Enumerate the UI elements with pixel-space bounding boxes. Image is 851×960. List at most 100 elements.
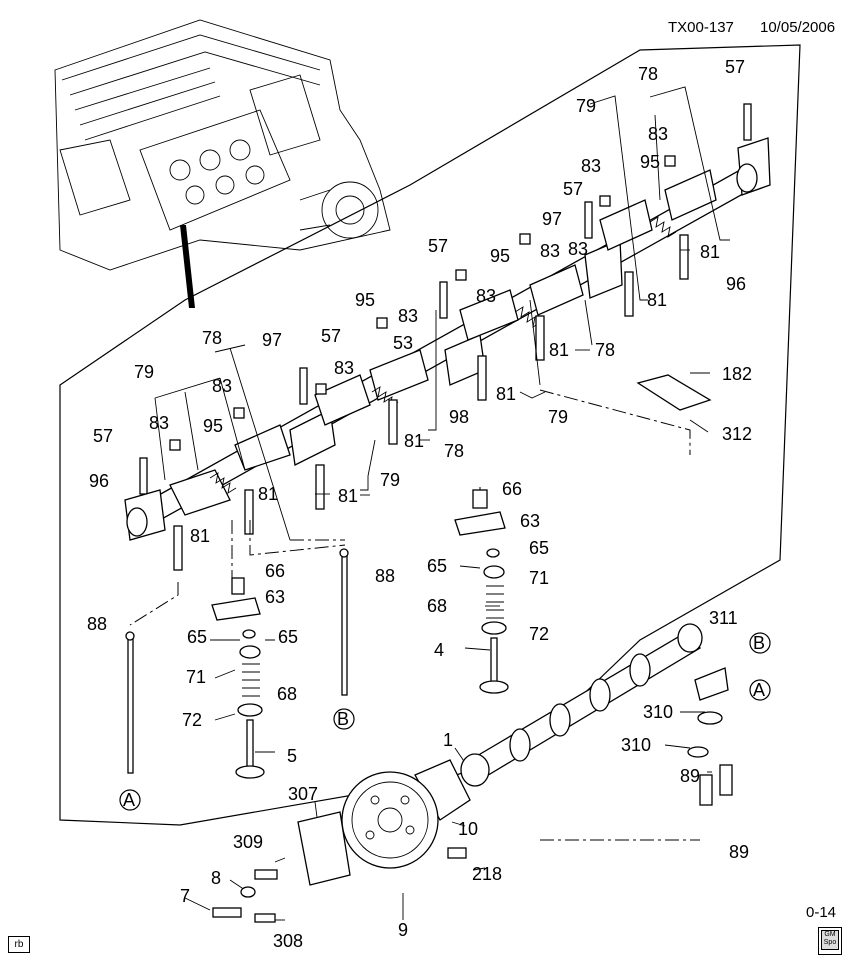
callout-83: 83	[334, 358, 354, 378]
callout-96: 96	[726, 274, 746, 294]
callout-1: 1	[443, 730, 453, 750]
callout-78: 78	[638, 64, 658, 84]
ref-circle-a2	[749, 679, 771, 701]
callout-83: 83	[540, 241, 560, 261]
callout-63: 63	[265, 587, 285, 607]
corner-tag-box: rb	[8, 936, 30, 953]
ref-label-a2: A	[753, 680, 765, 700]
callout-78: 78	[595, 340, 615, 360]
callout-96: 96	[89, 471, 109, 491]
callout-83: 83	[149, 413, 169, 433]
callout-78: 78	[444, 441, 464, 461]
callout-10: 10	[458, 819, 478, 839]
callout-5: 5	[287, 746, 297, 766]
callout-68: 68	[427, 596, 447, 616]
callout-83: 83	[568, 239, 588, 259]
callout-88: 88	[87, 614, 107, 634]
callout-81: 81	[338, 486, 358, 506]
callout-65: 65	[427, 556, 447, 576]
callout-53: 53	[393, 333, 413, 353]
callout-57: 57	[563, 179, 583, 199]
callout-68: 68	[277, 684, 297, 704]
callout-79: 79	[576, 96, 596, 116]
callout-79: 79	[548, 407, 568, 427]
callout-218: 218	[472, 864, 502, 884]
valve-stack-left	[211, 577, 265, 779]
ref-circle-b1	[333, 708, 355, 730]
callout-72: 72	[182, 710, 202, 730]
callout-83: 83	[581, 156, 601, 176]
callout-57: 57	[321, 326, 341, 346]
gm-logo-text-2: Spo	[823, 939, 837, 946]
callout-65: 65	[278, 627, 298, 647]
pushrods	[125, 548, 349, 774]
ref-label-b2: B	[753, 633, 765, 653]
reference-markers: B A B A	[119, 632, 771, 811]
callout-83: 83	[398, 306, 418, 326]
valve-stack-right	[454, 489, 509, 694]
page-reference: 0-14	[806, 904, 836, 921]
callout-97: 97	[262, 330, 282, 350]
callout-57: 57	[428, 236, 448, 256]
callout-63: 63	[520, 511, 540, 531]
callout-182: 182	[722, 364, 752, 384]
callout-81: 81	[496, 384, 516, 404]
callout-310: 310	[621, 735, 651, 755]
callout-95: 95	[490, 246, 510, 266]
callout-83: 83	[476, 286, 496, 306]
ref-circle-a1	[119, 789, 141, 811]
callout-307: 307	[288, 784, 318, 804]
callout-4: 4	[434, 640, 444, 660]
callout-81: 81	[549, 340, 569, 360]
gm-logo: GM Spo	[818, 927, 842, 955]
callout-66: 66	[502, 479, 522, 499]
ref-label-b1: B	[337, 709, 349, 729]
callout-65: 65	[187, 627, 207, 647]
callout-98: 98	[449, 407, 469, 427]
gm-logo-text-1: GM	[824, 931, 836, 938]
callout-72: 72	[529, 624, 549, 644]
callout-89: 89	[680, 766, 700, 786]
callout-57: 57	[93, 426, 113, 446]
callout-81: 81	[647, 290, 667, 310]
callout-88: 88	[375, 566, 395, 586]
callout-78: 78	[202, 328, 222, 348]
callout-95: 95	[640, 152, 660, 172]
document-id: TX00-137	[668, 19, 734, 36]
callout-57: 57	[725, 57, 745, 77]
callout-8: 8	[211, 868, 221, 888]
centerlines	[129, 389, 700, 841]
exploded-view-outline	[59, 44, 801, 826]
document-date: 10/05/2006	[760, 19, 835, 36]
camshaft	[212, 623, 733, 923]
callout-labels: 57 78 83 79 95 83 57 97 83 81 81 96 78 9…	[87, 57, 752, 951]
callout-308: 308	[273, 931, 303, 951]
rocker-shaft-assembly	[124, 103, 771, 571]
callout-9: 9	[398, 920, 408, 940]
callout-81: 81	[258, 484, 278, 504]
callout-97: 97	[542, 209, 562, 229]
callout-312: 312	[722, 424, 752, 444]
callout-71: 71	[186, 667, 206, 687]
callout-79: 79	[134, 362, 154, 382]
callout-81: 81	[700, 242, 720, 262]
callout-95: 95	[355, 290, 375, 310]
callout-83: 83	[648, 124, 668, 144]
callout-89: 89	[729, 842, 749, 862]
callout-95: 95	[203, 416, 223, 436]
ref-label-a1: A	[123, 790, 135, 810]
callout-311: 311	[709, 608, 738, 628]
ref-circle-b2	[749, 632, 771, 654]
callout-79: 79	[380, 470, 400, 490]
callout-81: 81	[190, 526, 210, 546]
callout-309: 309	[233, 832, 263, 852]
engine-overview-sketch	[54, 19, 391, 308]
callout-71: 71	[529, 568, 549, 588]
callout-7: 7	[180, 886, 190, 906]
leader-lines	[154, 86, 730, 921]
callout-81: 81	[404, 431, 424, 451]
callout-65: 65	[529, 538, 549, 558]
callout-310: 310	[643, 702, 673, 722]
callout-66: 66	[265, 561, 285, 581]
